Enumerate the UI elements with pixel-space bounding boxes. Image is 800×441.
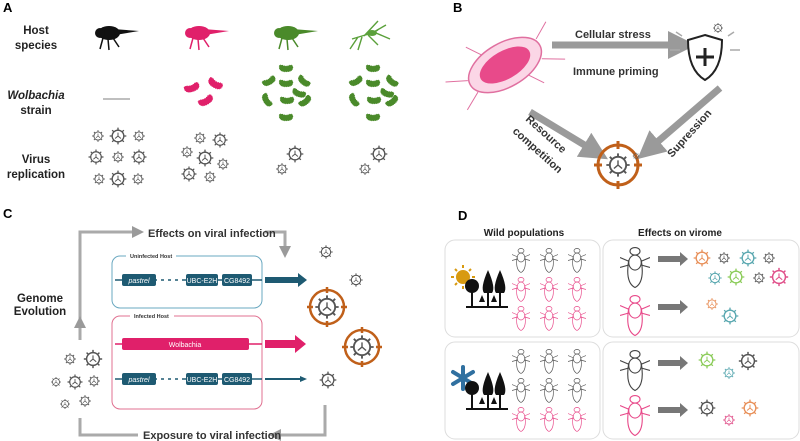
virus-cluster-a	[87, 126, 389, 188]
row-label-replication: replication	[7, 169, 65, 181]
shield-icon	[670, 22, 740, 82]
wolbachia-pink-cluster	[182, 75, 225, 109]
wolbachia-green-cluster-2	[346, 64, 401, 122]
panel-label-a: A	[3, 0, 13, 15]
row-label-virus: Virus	[22, 154, 51, 166]
gene-cg8492-2: CG8492	[224, 377, 250, 384]
fly-icon-green	[274, 25, 318, 51]
wolbachia-bacterium-icon	[445, 21, 566, 111]
trees-icon	[465, 270, 508, 308]
panel-label-d: D	[458, 208, 467, 223]
fly-grid-warm	[512, 248, 586, 331]
fly-icon-pink	[185, 25, 229, 51]
fly-icon-black	[95, 25, 139, 51]
effects-virome-heading: Effects on virome	[638, 228, 722, 239]
virome-cold	[620, 349, 759, 437]
target-virus-icon-c2	[342, 327, 382, 367]
gene-ubc-e2h: UBC-E2H	[187, 278, 218, 285]
row-label-wolbachia: Wolbachia	[7, 90, 65, 102]
loop-arrow-bottom-left	[78, 418, 138, 437]
genome-label: Genome	[17, 293, 63, 305]
wolbachia-green-cluster	[259, 64, 314, 122]
gene-cg8492: CG8492	[224, 278, 250, 285]
fly-grid-cold	[512, 349, 586, 432]
box-warm-virome	[602, 239, 800, 338]
target-virus-icon	[594, 141, 642, 189]
exposure-label: Exposure to viral infection	[143, 430, 281, 441]
row-label-host-2: species	[15, 40, 57, 52]
panel-label-c: C	[3, 206, 13, 221]
arrow-supression	[637, 85, 723, 160]
effects-label: Effects on viral infection	[148, 228, 276, 240]
gene-pastrel-2: pastrel	[127, 377, 149, 384]
gene-row-uninfected: pastrel UBC-E2H CG8492	[115, 273, 307, 287]
panel-label-b: B	[453, 0, 462, 15]
cellular-stress-label: Cellular stress	[575, 29, 651, 41]
arrow-resource-competition	[528, 109, 608, 160]
evolution-label: Evolution	[14, 306, 66, 318]
target-virus-icon-c1	[307, 287, 347, 327]
wolbachia-bar-label: Wolbachia	[169, 342, 202, 349]
wild-populations-heading: Wild populations	[484, 228, 565, 239]
loop-arrow-bottom-right	[269, 405, 327, 441]
row-label-strain: strain	[20, 105, 51, 117]
virome-warm	[620, 246, 789, 337]
gene-row-infected: pastrel UBC-E2H CG8492	[115, 373, 307, 385]
uninfected-host-box	[111, 255, 263, 309]
box-cold-population	[444, 341, 601, 440]
uninfected-host-label: Uninfected Host	[130, 254, 172, 260]
gene-pastrel: pastrel	[127, 278, 149, 285]
row-label-host: Host	[23, 25, 49, 37]
box-cold-virome	[602, 341, 800, 440]
infected-host-box	[111, 315, 263, 410]
loop-arrow-top-left	[78, 226, 144, 340]
infected-host-label: Infected Host	[134, 314, 169, 320]
immune-priming-label: Immune priming	[573, 66, 659, 78]
gene-ubc-e2h-2: UBC-E2H	[187, 377, 218, 384]
trees-icon-2	[465, 372, 508, 410]
wolbachia-row: Wolbachia	[115, 335, 306, 353]
box-warm-population	[444, 239, 601, 338]
loop-arrow-top-right	[265, 230, 291, 258]
sun-icon	[451, 265, 475, 289]
mosquito-icon	[349, 20, 391, 51]
